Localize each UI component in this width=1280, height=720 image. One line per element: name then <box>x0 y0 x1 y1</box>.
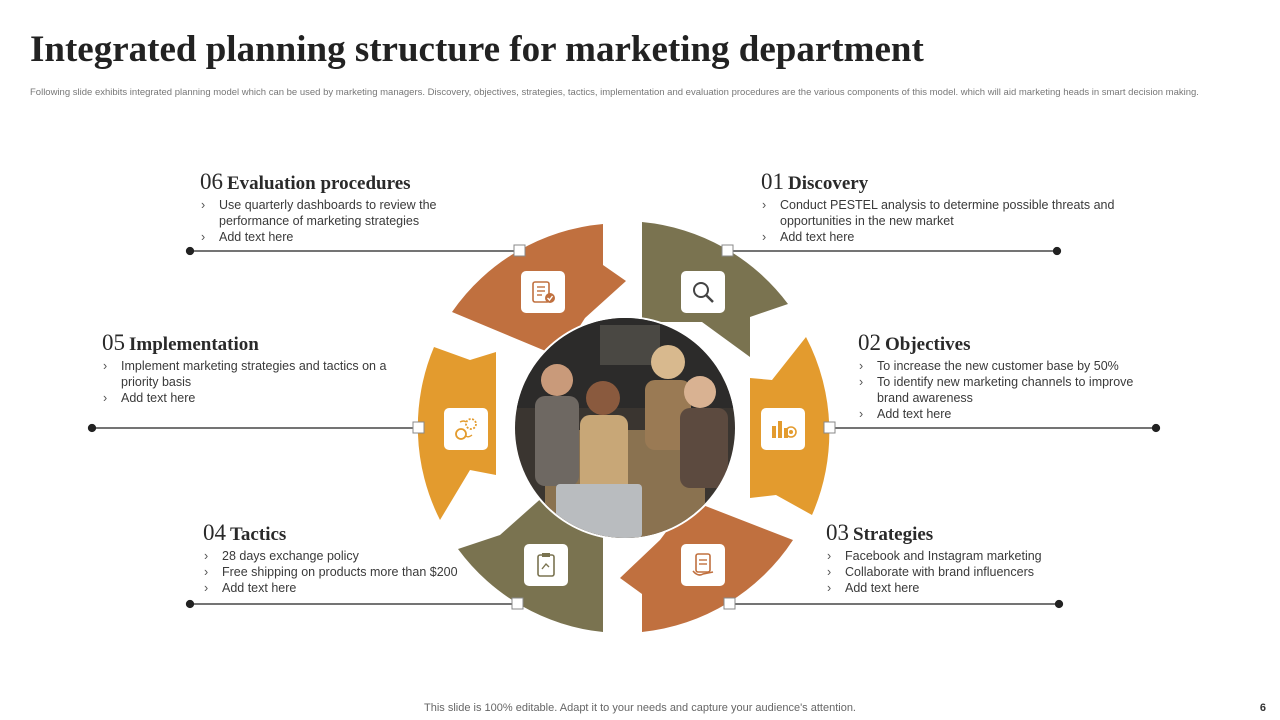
gear-cycle-icon <box>444 408 488 450</box>
step-number: 03 <box>826 520 849 545</box>
step-bullet: Add text here <box>200 229 470 245</box>
step-bullet: Add text here <box>102 390 402 406</box>
connector-anchors <box>412 244 836 610</box>
step-number: 02 <box>858 330 881 355</box>
bar-chart-target-icon <box>761 408 805 450</box>
step-bullet: Collaborate with brand influencers <box>826 564 1086 580</box>
tactics-board-icon <box>524 544 568 586</box>
strategy-clipboard-icon <box>681 544 725 586</box>
step-title: Evaluation procedures <box>227 173 411 194</box>
magnifier-icon <box>681 271 725 313</box>
step-number: 01 <box>761 169 784 194</box>
step-bullet: Add text here <box>761 229 1121 245</box>
step-bullet: Facebook and Instagram marketing <box>826 548 1086 564</box>
step-bullet: Add text here <box>858 406 1158 422</box>
step-title: Objectives <box>885 334 971 355</box>
slide-footer: This slide is 100% editable. Adapt it to… <box>424 702 856 714</box>
step-bullet: Conduct PESTEL analysis to determine pos… <box>761 197 1121 229</box>
step-bullet: Implement marketing strategies and tacti… <box>102 358 402 390</box>
center-team-photo <box>513 316 737 540</box>
step-bullet: Add text here <box>826 580 1086 596</box>
step-bullet: To identify new marketing channels to im… <box>858 374 1158 406</box>
step-bullet: Add text here <box>203 580 493 596</box>
connector-lines <box>87 246 1161 609</box>
slide-title: Integrated planning structure for market… <box>30 29 924 70</box>
step-number: 04 <box>203 520 226 545</box>
step-number: 05 <box>102 330 125 355</box>
step-title: Implementation <box>129 334 259 355</box>
checklist-icon <box>521 271 565 313</box>
step-title: Strategies <box>853 524 934 545</box>
step-title: Tactics <box>230 524 287 545</box>
step-bullet: To increase the new customer base by 50% <box>858 358 1158 374</box>
step-number: 06 <box>200 169 223 194</box>
slide-subtitle: Following slide exhibits integrated plan… <box>30 87 1199 98</box>
step-bullet: Free shipping on products more than $200 <box>203 564 493 580</box>
step-bullet: 28 days exchange policy <box>203 548 493 564</box>
page-number: 6 <box>1259 702 1266 714</box>
step-title: Discovery <box>788 173 869 194</box>
step-bullet: Use quarterly dashboards to review the p… <box>200 197 470 229</box>
